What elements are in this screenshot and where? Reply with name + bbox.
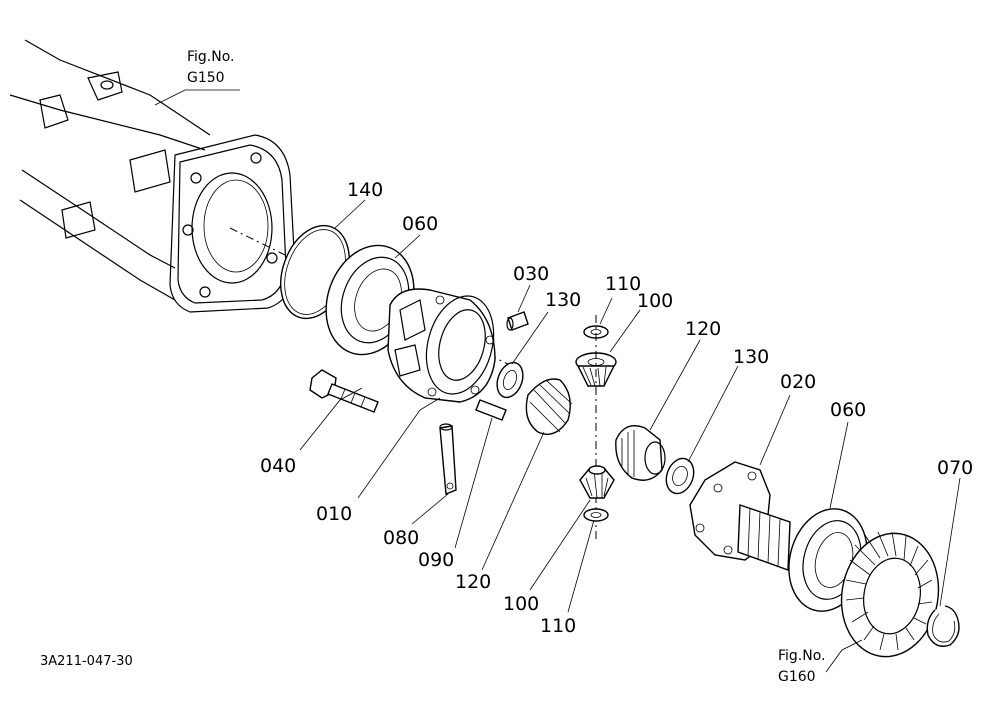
pinion-gear-100-bottom [579, 465, 615, 499]
snap-ring-070 [926, 605, 960, 647]
pin-030 [506, 311, 529, 331]
differential-case-010 [387, 288, 496, 403]
label-020: 020 [780, 371, 816, 393]
fig-ref-g150-line2: G150 [187, 70, 225, 86]
fig-ref-g160: Fig.No. G160 [778, 648, 826, 685]
side-gear-120-left [525, 378, 573, 435]
label-100-top: 100 [637, 290, 673, 312]
bolt-040 [309, 369, 379, 413]
washer-110-bottom [583, 508, 609, 522]
label-010: 010 [316, 503, 352, 525]
fig-ref-g160-line1: Fig.No. [778, 648, 826, 664]
leader-lines [154, 89, 961, 673]
pin-090 [475, 399, 507, 421]
label-130-right: 130 [733, 346, 769, 368]
washer-130-left [496, 361, 524, 399]
label-080: 080 [383, 527, 419, 549]
label-040: 040 [260, 455, 296, 477]
fig-ref-g150: Fig.No. G150 [187, 49, 235, 86]
label-060-right: 060 [830, 399, 866, 421]
label-090: 090 [418, 549, 454, 571]
ring-gear [840, 531, 940, 658]
label-140: 140 [347, 179, 383, 201]
label-110-bottom: 110 [540, 615, 576, 637]
differential-cover-020 [689, 461, 791, 571]
shaft-080 [439, 423, 457, 495]
side-gear-120-right [615, 425, 666, 481]
label-100-bottom: 100 [503, 593, 539, 615]
label-120-right: 120 [685, 318, 721, 340]
label-070: 070 [937, 457, 973, 479]
washer-130-right [665, 457, 695, 495]
label-030: 030 [513, 263, 549, 285]
part-labels: 140 060 030 130 110 100 120 130 020 060 … [260, 179, 973, 637]
fig-ref-g160-line2: G160 [778, 669, 816, 685]
label-120-left: 120 [455, 571, 491, 593]
drawing-code: 3A211-047-30 [40, 654, 133, 669]
label-130-left: 130 [545, 289, 581, 311]
fig-ref-g150-line1: Fig.No. [187, 49, 235, 65]
label-060-left: 060 [402, 213, 438, 235]
label-110-top: 110 [605, 273, 641, 295]
